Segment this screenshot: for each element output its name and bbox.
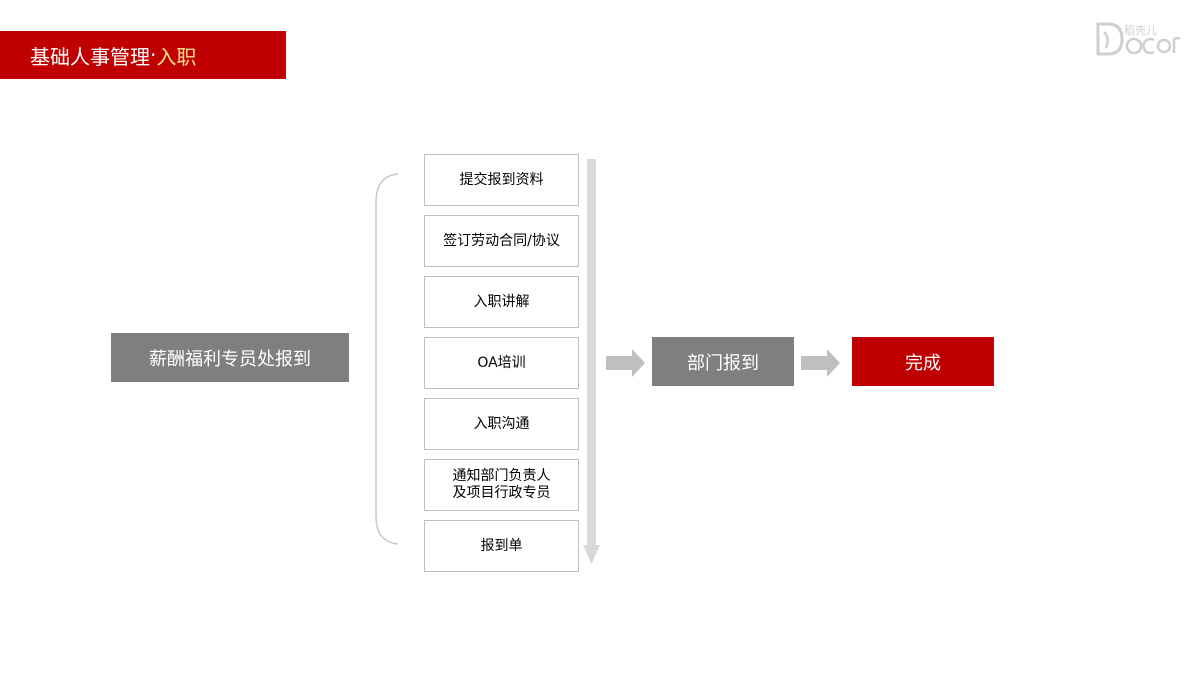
step-label: OA培训: [477, 354, 526, 371]
step-box: 签订劳动合同/协议: [424, 215, 579, 267]
step-label: 入职讲解: [473, 293, 530, 310]
done-box: 完成: [852, 337, 994, 386]
page-title: 基础人事管理: [30, 44, 150, 69]
vertical-flow-line: [587, 159, 596, 547]
done-label: 完成: [905, 352, 941, 374]
step-label: 签订劳动合同/协议: [443, 232, 560, 249]
step-box: 入职沟通: [424, 398, 579, 450]
page-title-bar: 基础人事管理·入职: [0, 31, 286, 79]
step-box: 提交报到资料: [424, 154, 579, 206]
title-separator: ·: [150, 43, 157, 67]
dept-report-box: 部门报到: [652, 337, 794, 386]
step-label: 通知部门负责人 及项目行政专员: [452, 468, 551, 501]
start-box-label: 薪酬福利专员处报到: [149, 348, 311, 370]
logo-small-text: 稻壳儿: [1124, 24, 1157, 37]
step-label: 入职沟通: [473, 415, 530, 432]
step-label: 报到单: [480, 537, 523, 554]
docer-logo-icon: [1096, 22, 1181, 56]
dept-report-label: 部门报到: [687, 352, 759, 374]
step-box: 入职讲解: [424, 276, 579, 328]
arrow-right-icon: [801, 349, 840, 377]
left-bracket: [375, 173, 399, 545]
step-box: 报到单: [424, 520, 579, 572]
step-box: OA培训: [424, 337, 579, 389]
step-label: 提交报到资料: [459, 171, 544, 188]
vertical-flow-arrowhead: [583, 545, 600, 564]
start-box: 薪酬福利专员处报到: [111, 333, 349, 382]
page-title-accent: 入职: [156, 44, 197, 69]
step-box: 通知部门负责人 及项目行政专员: [424, 459, 579, 511]
docer-logo: 稻壳儿: [1094, 20, 1184, 60]
arrow-right-icon: [606, 349, 645, 377]
